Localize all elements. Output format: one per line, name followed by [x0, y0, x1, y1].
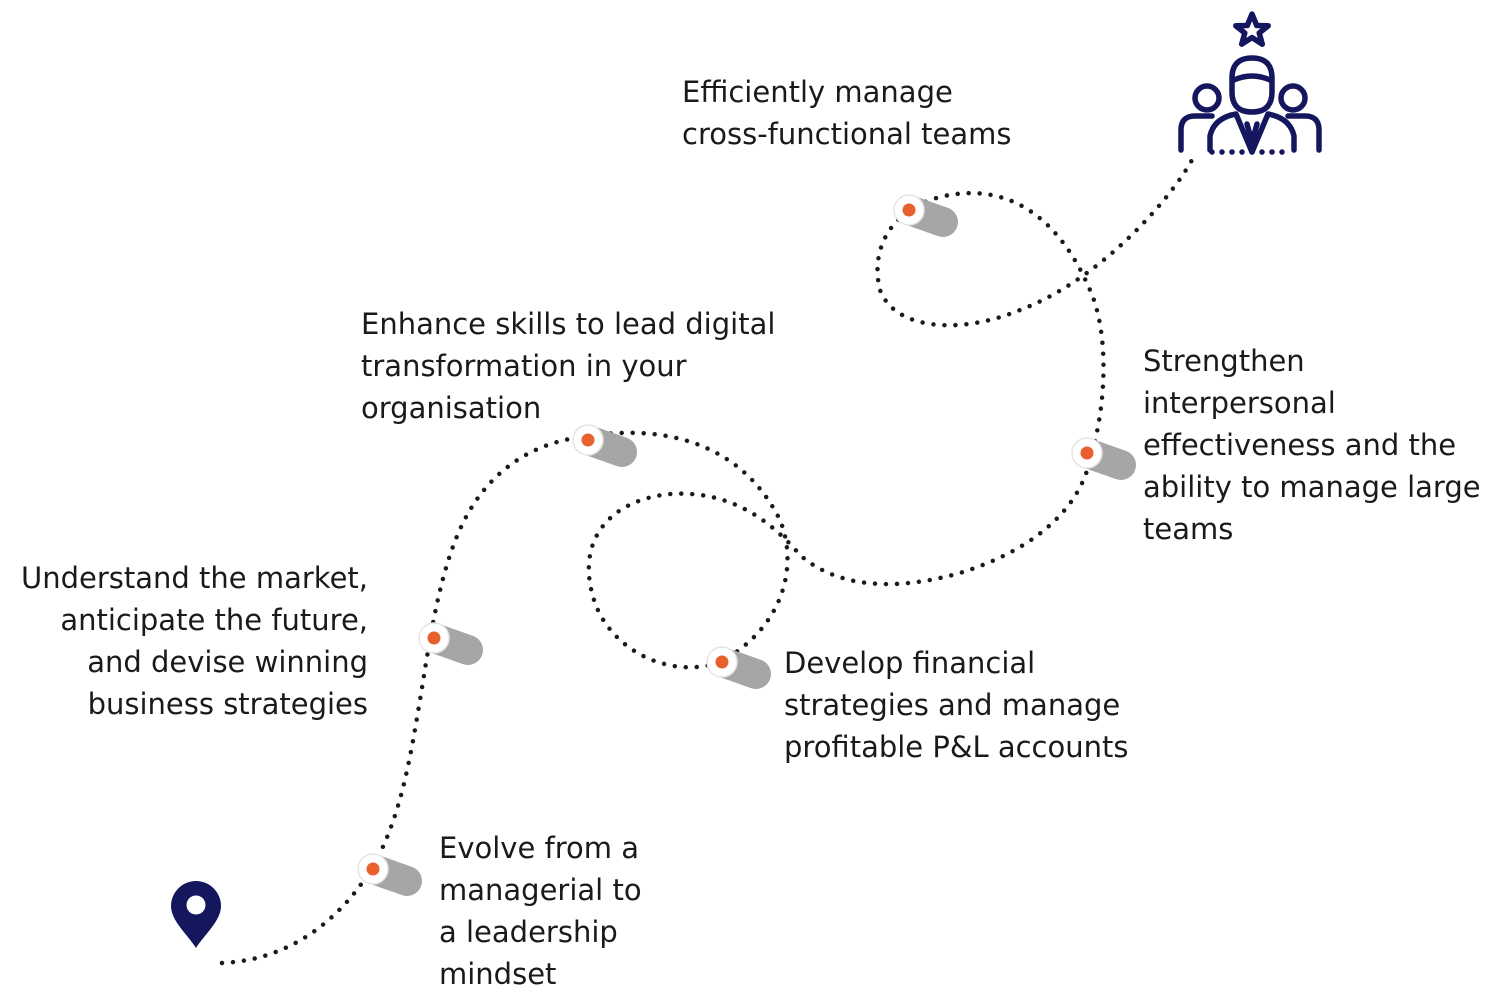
label-line: Enhance skills to lead digital — [361, 307, 776, 341]
label-line: Develop financial — [784, 646, 1036, 680]
label-line: cross-functional teams — [682, 117, 1012, 151]
milestone-marker — [893, 194, 958, 237]
label-line: anticipate the future, — [60, 603, 368, 637]
label-line: managerial to — [439, 873, 642, 907]
label-line: mindset — [439, 957, 557, 991]
milestone-label-develop: Develop financial strategies and manage … — [784, 642, 1129, 768]
label-line: interpersonal — [1143, 386, 1336, 420]
label-line: profitable P&L accounts — [784, 730, 1129, 764]
marker-dot — [715, 655, 729, 669]
milestone-marker — [357, 853, 422, 896]
milestone-label-efficiently: Efficiently manage cross-functional team… — [682, 71, 1012, 155]
milestone-label-understand: Understand the market, anticipate the fu… — [8, 557, 368, 725]
milestone-label-evolve: Evolve from a managerial to a leadership… — [439, 827, 642, 995]
label-line: Evolve from a — [439, 831, 639, 865]
journey-path — [219, 157, 1195, 966]
milestone-marker — [418, 622, 483, 665]
milestone-label-enhance: Enhance skills to lead digital transform… — [361, 303, 775, 429]
marker-dot — [581, 433, 595, 447]
label-line: business strategies — [87, 687, 368, 721]
marker-dot — [902, 203, 916, 217]
milestone-marker — [706, 646, 771, 689]
label-line: effectiveness and the — [1143, 428, 1457, 462]
label-line: ability to manage large — [1143, 470, 1481, 504]
milestone-label-strengthen: Strengthen interpersonal effectiveness a… — [1143, 340, 1481, 550]
milestone-marker — [572, 424, 637, 467]
label-line: Efficiently manage — [682, 75, 953, 109]
location-pin-icon — [171, 881, 221, 948]
label-line: and devise winning — [87, 645, 368, 679]
marker-dot — [1080, 446, 1094, 460]
label-line: Strengthen — [1143, 344, 1305, 378]
label-line: organisation — [361, 391, 542, 425]
label-line: teams — [1143, 512, 1234, 546]
milestone-marker — [1071, 437, 1136, 480]
label-line: transformation in your — [361, 349, 687, 383]
label-line: Understand the market, — [21, 561, 368, 595]
team-leader-star-icon — [1178, 11, 1322, 155]
marker-dot — [427, 631, 441, 645]
label-line: a leadership — [439, 915, 618, 949]
label-line: strategies and manage — [784, 688, 1121, 722]
marker-dot — [366, 862, 380, 876]
